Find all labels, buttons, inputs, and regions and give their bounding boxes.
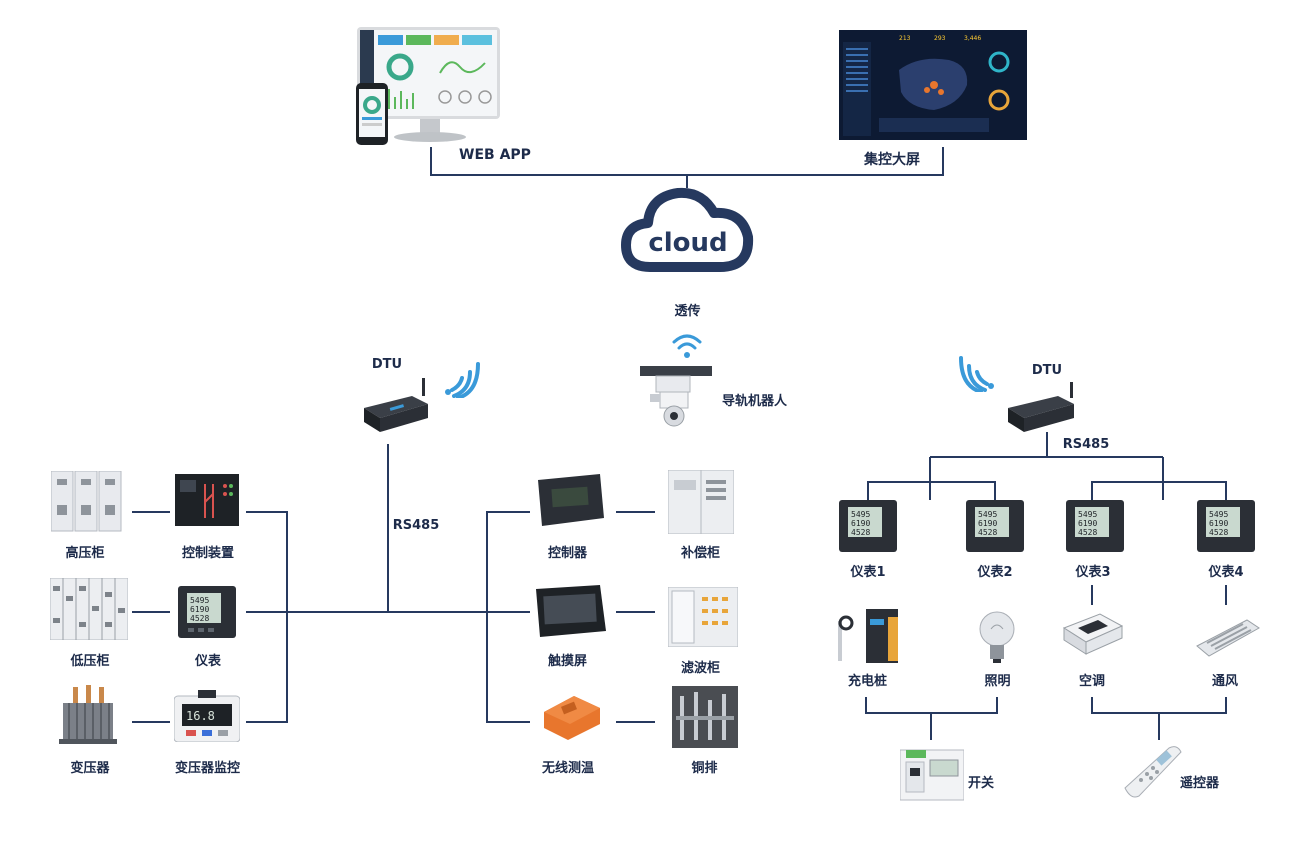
transmit-label: 透传 <box>674 304 701 319</box>
meter2-row1: 5495 <box>978 510 997 519</box>
controller-image <box>538 474 604 526</box>
right-rs485-label: RS485 <box>1062 437 1110 452</box>
charging-pile-image <box>838 609 898 663</box>
transformer-label: 变压器 <box>70 761 110 776</box>
hv-cabinet-image <box>51 471 122 532</box>
wireless-temp-image <box>544 696 600 740</box>
rail-robot-image <box>640 366 712 427</box>
wifi-icon-robot <box>672 334 702 358</box>
meter3-row2: 6190 <box>1078 519 1097 528</box>
copper-bar-label: 铜排 <box>691 761 718 776</box>
meter2-image: 5495 6190 4528 <box>966 500 1024 552</box>
big-screen-image: 213 293 3,446 <box>839 30 1027 140</box>
left-meter-row1: 5495 <box>190 596 209 605</box>
lv-cabinet-label: 低压柜 <box>70 654 110 669</box>
air-conditioner-label: 空调 <box>1078 674 1105 689</box>
left-meter-row2: 6190 <box>190 605 209 614</box>
lighting-label: 照明 <box>984 674 1011 689</box>
compensation-cabinet-label: 补偿柜 <box>680 546 720 561</box>
svg-text:3,446: 3,446 <box>964 35 981 42</box>
svg-text:293: 293 <box>934 35 946 42</box>
switch-image <box>900 749 964 801</box>
ventilation-image <box>1196 619 1260 657</box>
filter-cabinet-image <box>668 587 738 647</box>
left-bracket <box>246 511 288 723</box>
left-rs485-label: RS485 <box>392 518 440 533</box>
transformer-monitor-label: 变压器监控 <box>174 761 240 776</box>
right-bracket-m3m4 <box>1091 481 1227 500</box>
meter3-image: 5495 6190 4528 <box>1066 500 1124 552</box>
wifi-icon-left <box>445 362 480 398</box>
meter1-label: 仪表1 <box>850 565 886 580</box>
wifi-icon-right <box>959 356 994 392</box>
svg-text:16.8: 16.8 <box>186 709 215 723</box>
filter-cabinet-label: 滤波柜 <box>680 661 720 676</box>
control-device-image <box>175 474 239 526</box>
hv-cabinet-label: 高压柜 <box>65 546 105 561</box>
middle-bracket <box>486 511 530 723</box>
svg-text:213: 213 <box>899 35 911 42</box>
air-conditioner-image <box>1062 613 1124 655</box>
meter2-label: 仪表2 <box>977 565 1013 580</box>
meter4-row3: 4528 <box>1209 528 1228 537</box>
left-meter-image: 5495 6190 4528 <box>178 586 236 638</box>
copper-bar-image <box>672 686 738 748</box>
meter1-image: 5495 6190 4528 <box>839 500 897 552</box>
left-dtu-image <box>364 378 428 432</box>
right-dtu-image <box>1008 382 1074 432</box>
left-dtu-label: DTU <box>371 357 403 372</box>
controller-label: 控制器 <box>547 546 587 561</box>
meter1-row3: 4528 <box>851 528 870 537</box>
meter2-row3: 4528 <box>978 528 997 537</box>
wireless-temp-label: 无线测温 <box>541 761 594 776</box>
bottom-bracket-switch <box>865 697 998 714</box>
meter3-label: 仪表3 <box>1075 565 1111 580</box>
remote-control-image <box>1124 746 1182 798</box>
meter4-label: 仪表4 <box>1208 565 1244 580</box>
meter4-image: 5495 6190 4528 <box>1197 500 1255 552</box>
meter3-row3: 4528 <box>1078 528 1097 537</box>
transformer-monitor-image: 16.8 <box>174 690 240 742</box>
meter2-row2: 6190 <box>978 519 997 528</box>
lv-cabinet-image <box>50 578 128 640</box>
light-bulb-image <box>979 611 1015 663</box>
left-meter-label: 仪表 <box>194 654 221 669</box>
web-app-label: WEB APP <box>459 147 531 163</box>
charging-pile-label: 充电桩 <box>847 674 887 689</box>
remote-label: 遥控器 <box>1180 776 1220 791</box>
web-app-devices-image <box>356 27 500 145</box>
left-meter-row3: 4528 <box>190 614 209 623</box>
meter1-row2: 6190 <box>851 519 870 528</box>
cloud-text: cloud <box>648 228 728 258</box>
switch-label: 开关 <box>968 776 995 791</box>
compensation-cabinet-image <box>668 470 734 534</box>
cloud-icon <box>621 187 754 272</box>
touch-screen-image <box>536 585 606 637</box>
meter4-row1: 5495 <box>1209 510 1228 519</box>
touch-screen-label: 触摸屏 <box>547 654 587 669</box>
right-bracket-m1m2 <box>867 481 996 500</box>
meter1-row1: 5495 <box>851 510 870 519</box>
right-dtu-label: DTU <box>1031 363 1063 378</box>
big-screen-label: 集控大屏 <box>864 152 920 168</box>
meter3-row1: 5495 <box>1078 510 1097 519</box>
meter4-row2: 6190 <box>1209 519 1228 528</box>
transformer-image <box>59 685 117 744</box>
ventilation-label: 通风 <box>1211 674 1238 689</box>
rail-robot-label: 导轨机器人 <box>722 394 788 409</box>
bottom-bracket-remote <box>1091 697 1227 714</box>
control-device-label: 控制装置 <box>181 546 234 561</box>
